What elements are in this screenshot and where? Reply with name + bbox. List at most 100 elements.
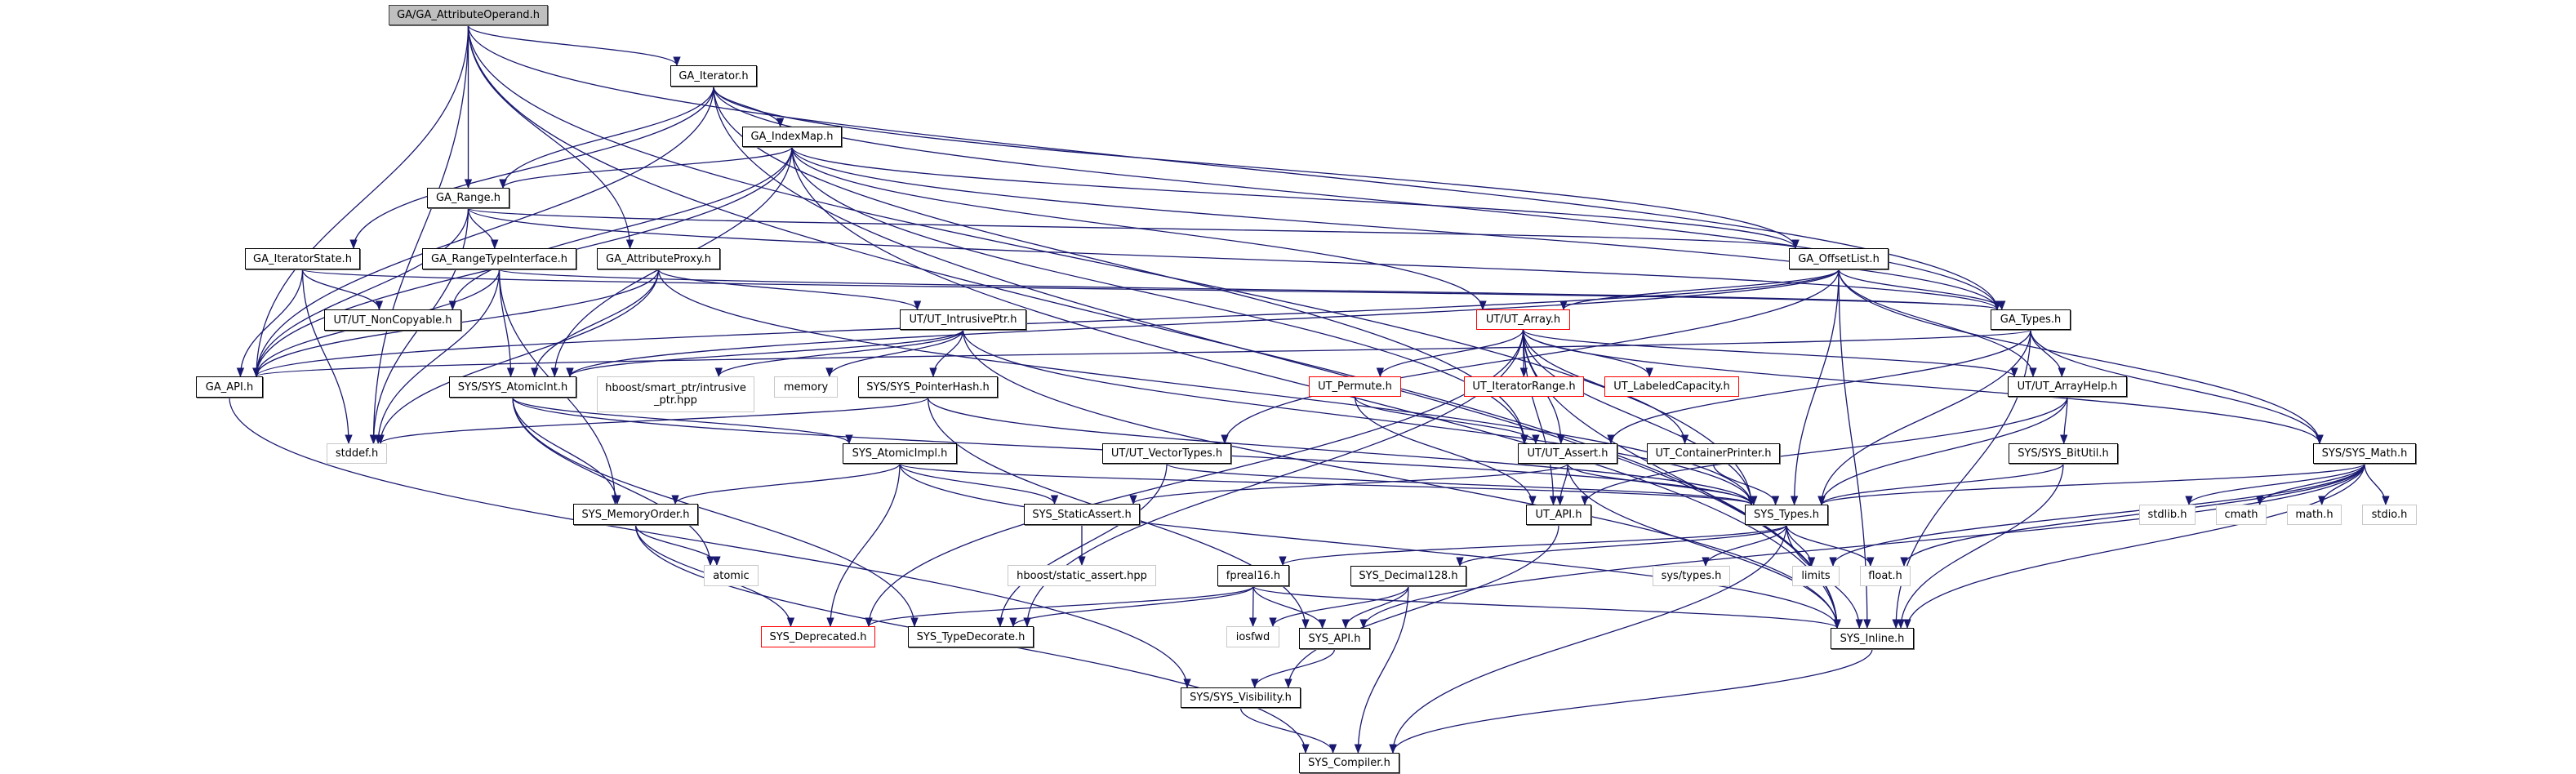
edge-bitutil-to-sysinline <box>1897 463 2064 629</box>
edge-contprint-to-systypes <box>1712 463 1780 506</box>
edge-utassert-to-sysinline <box>1567 463 1841 629</box>
node-ga-attributeproxy-h[interactable]: GA_AttributeProxy.h <box>597 248 720 269</box>
edge-utarray-to-permute <box>1376 329 1524 378</box>
edge-offlist-to-sysmath <box>1838 269 2324 445</box>
node-ga-ga-attributeoperand-h[interactable]: GA/GA_AttributeOperand.h <box>389 5 548 25</box>
edge-fpreal16-to-sysapi <box>1252 585 1327 629</box>
edge-ao-to-aproxy <box>467 24 634 250</box>
node-fpreal16-h[interactable]: fpreal16.h <box>1217 565 1289 586</box>
node-ut-ut-vectortypes-h[interactable]: UT/UT_VectorTypes.h <box>1102 443 1231 464</box>
node-sys-typedecorate-h[interactable]: SYS_TypeDecorate.h <box>908 626 1034 647</box>
node-limits[interactable]: limits <box>1792 566 1840 586</box>
edge-gatypes-to-sysmath <box>2030 329 2324 445</box>
node-ga-range-h[interactable]: GA_Range.h <box>427 188 509 208</box>
edge-vectypes-to-typedecorate <box>996 463 1168 628</box>
node-sys-api-h[interactable]: SYS_API.h <box>1299 628 1370 649</box>
edge-fpreal16-to-sysinline <box>1252 585 1841 629</box>
node-sys-decimal128-h[interactable]: SYS_Decimal128.h <box>1350 566 1466 586</box>
node-math-h[interactable]: math.h <box>2287 505 2342 525</box>
edge-range-to-offlist <box>467 207 1799 250</box>
edge-atomicimpl-to-deprecated <box>826 463 901 628</box>
edge-arrayhelp-to-bitutil <box>2060 396 2068 445</box>
edge-utassert-to-utapi <box>1555 463 1568 506</box>
edge-offlist-to-vectypes <box>1221 269 1840 445</box>
edge-atomicint-to-typedecorate <box>512 397 919 628</box>
edge-utarray-to-contprint <box>1522 329 1689 445</box>
edge-utarray-to-sysmath <box>1522 329 2324 445</box>
node-sys-inline-h[interactable]: SYS_Inline.h <box>1831 628 1914 649</box>
node-ut-permute-h[interactable]: UT_Permute.h <box>1309 376 1401 397</box>
node-ut-ut-assert-h[interactable]: UT/UT_Assert.h <box>1518 443 1617 464</box>
node-ut-api-h[interactable]: UT_API.h <box>1526 505 1591 525</box>
node-sys-sys-bitutil-h[interactable]: SYS/SYS_BitUtil.h <box>2009 443 2118 464</box>
edge-dec128-to-iosfwd <box>1269 585 1409 628</box>
edge-gatypes-to-systypes <box>1817 329 2031 506</box>
edge-ao-to-gaapi <box>252 24 469 378</box>
edge-offlist-to-gaapi <box>252 269 1840 378</box>
node-ga-offsetlist-h[interactable]: GA_OffsetList.h <box>1789 248 1889 269</box>
node-sys-staticassert-h[interactable]: SYS_StaticAssert.h <box>1024 504 1140 525</box>
edge-rti-to-stddef <box>374 269 501 445</box>
node-ga-api-h[interactable]: GA_API.h <box>196 376 263 398</box>
node-ut-ut-noncopyable-h[interactable]: UT/UT_NonCopyable.h <box>324 309 461 331</box>
node-ut-ut-arrayhelp-h[interactable]: UT/UT_ArrayHelp.h <box>2008 376 2127 397</box>
node-stdlib-h[interactable]: stdlib.h <box>2139 505 2196 525</box>
node-iosfwd[interactable]: iosfwd <box>1226 626 1279 647</box>
node-atomic[interactable]: atomic <box>704 565 759 586</box>
node-ut-labeledcapacity-h[interactable]: UT_LabeledCapacity.h <box>1604 376 1739 397</box>
node-sys-types-h[interactable]: SYS_Types.h <box>1745 505 1828 525</box>
node-ga-rangetypeinterface-h[interactable]: GA_RangeTypeInterface.h <box>422 248 576 269</box>
node-cmath[interactable]: cmath <box>2216 505 2267 525</box>
node-hboost-smart-ptr-intrusive-ptr-hpp[interactable]: hboost/smart_ptr/intrusive _ptr.hpp <box>597 376 754 412</box>
node-ga-indexmap-h[interactable]: GA_IndexMap.h <box>742 127 842 147</box>
node-memory[interactable]: memory <box>774 376 838 398</box>
node-ga-types-h[interactable]: GA_Types.h <box>1991 309 2071 330</box>
edge-utarray-to-systypes <box>1522 329 1755 506</box>
node-ut-ut-intrusiveptr-h[interactable]: UT/UT_IntrusivePtr.h <box>900 309 1026 330</box>
node-sys-compiler-h[interactable]: SYS_Compiler.h <box>1299 753 1399 773</box>
node-sys-deprecated-h[interactable]: SYS_Deprecated.h <box>761 626 875 647</box>
node-ga-iteratorstate-h[interactable]: GA_IteratorState.h <box>245 248 360 269</box>
edge-offlist-to-arrayhelp <box>1838 269 2037 378</box>
node-sys-sys-math-h[interactable]: SYS/SYS_Math.h <box>2313 443 2416 464</box>
edge-aproxy-to-iptr <box>657 269 922 311</box>
node-float-h[interactable]: float.h <box>1860 566 1911 586</box>
node-ga-iterator-h[interactable]: GA_Iterator.h <box>670 65 757 87</box>
edge-gatypes-to-gaapi <box>253 329 2031 378</box>
edge-imap-to-utassert <box>791 146 1528 445</box>
edge-itstate-to-gaapi <box>236 269 304 378</box>
node-stdio-h[interactable]: stdio.h <box>2362 505 2417 525</box>
edge-imap-to-gatypes <box>791 146 2001 311</box>
node-ut-iteratorrange-h[interactable]: UT_IteratorRange.h <box>1464 376 1584 397</box>
edge-offlist-to-atomicint <box>566 269 1840 378</box>
edge-offlist-to-utarray <box>1559 269 1840 311</box>
node-sys-sys-visibility-h[interactable]: SYS/SYS_Visibility.h <box>1181 687 1301 708</box>
node-sys-sys-pointerhash-h[interactable]: SYS/SYS_PointerHash.h <box>858 376 998 398</box>
edge-iptr-to-phash <box>929 329 964 378</box>
edge-permute-to-utapi <box>1354 396 1537 506</box>
node-ut-containerprinter-h[interactable]: UT_ContainerPrinter.h <box>1647 443 1780 464</box>
node-stddef-h[interactable]: stddef.h <box>327 443 387 464</box>
edge-systypes-to-floath <box>1786 524 1875 567</box>
edge-ao-to-stddef <box>369 24 469 445</box>
edge-sysmath-to-systypes <box>1817 463 2365 506</box>
node-sys-types-h[interactable]: sys/types.h <box>1653 566 1730 586</box>
node-sys-sys-atomicint-h[interactable]: SYS/SYS_AtomicInt.h <box>449 376 576 398</box>
node-ut-ut-array-h[interactable]: UT/UT_Array.h <box>1476 309 1570 330</box>
edge-iter-to-itstate <box>349 86 714 250</box>
edge-fpreal16-to-typedecorate <box>1009 585 1254 628</box>
edge-offlist-to-gatypes <box>1838 269 2006 311</box>
node-sys-memoryorder-h[interactable]: SYS_MemoryOrder.h <box>573 504 698 525</box>
node-sys-atomicimpl-h[interactable]: SYS_AtomicImpl.h <box>843 443 957 464</box>
edge-systypes-to-dec128 <box>1456 524 1787 567</box>
edge-dec128-to-compiler <box>1354 585 1409 754</box>
edge-ao-to-gatypes <box>467 24 2001 311</box>
edge-iptr-to-atomicint <box>566 329 964 378</box>
edge-phash-to-stddef <box>376 397 929 445</box>
edge-atomicimpl-to-staticassert <box>899 463 1059 505</box>
edge-atomicimpl-to-systypes <box>899 463 1755 506</box>
edge-itstate-to-noncopy <box>301 269 384 311</box>
node-hboost-static-assert-hpp[interactable]: hboost/static_assert.hpp <box>1008 565 1156 586</box>
edge-phash-to-systypes <box>927 397 1755 506</box>
